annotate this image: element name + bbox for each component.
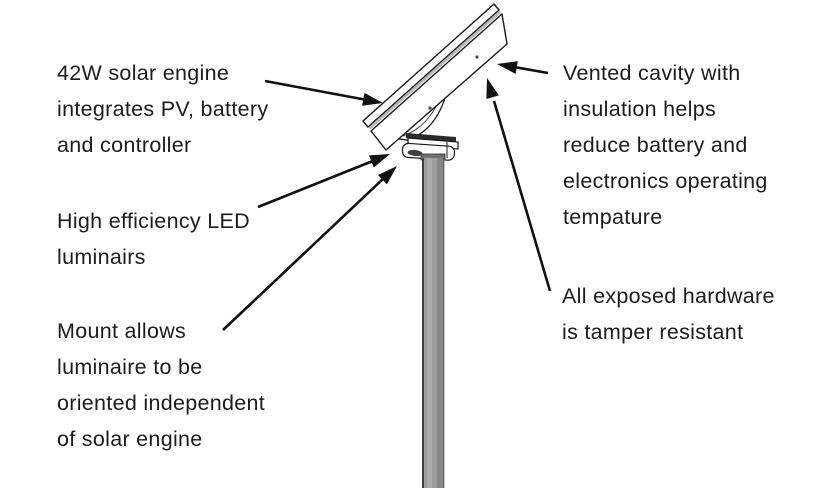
- solar-engine-drawing: [362, 3, 508, 151]
- panel-screw-dot: [475, 55, 479, 59]
- arrow-hardware: [486, 78, 552, 292]
- arrow-led-luminaire: [257, 154, 390, 209]
- panel-top-strip: [362, 3, 500, 128]
- pv-glass-line: [368, 10, 502, 130]
- arrow-mount: [222, 166, 397, 331]
- label-vented-cavity: Vented cavity with insulation helps redu…: [563, 61, 768, 229]
- pole: [422, 158, 445, 488]
- mount-clamp-slot: [407, 149, 423, 157]
- label-led-luminaire: High efficiency LED luminairs: [57, 209, 250, 269]
- label-mount: Mount allows luminaire to be oriented in…: [57, 319, 266, 451]
- panel-screw-dot: [428, 106, 432, 110]
- label-tamper-hardware: All exposed hardware is tamper resistant: [562, 284, 775, 344]
- panel-body-face: [370, 13, 508, 151]
- mount-dark-band: [406, 133, 456, 142]
- annotation-arrows: [222, 61, 552, 331]
- arrow-solar-engine: [264, 79, 383, 106]
- label-solar-engine: 42W solar engine integrates PV, battery …: [57, 61, 269, 157]
- mount-assembly: [401, 133, 459, 161]
- arrow-vented-cavity: [497, 61, 549, 75]
